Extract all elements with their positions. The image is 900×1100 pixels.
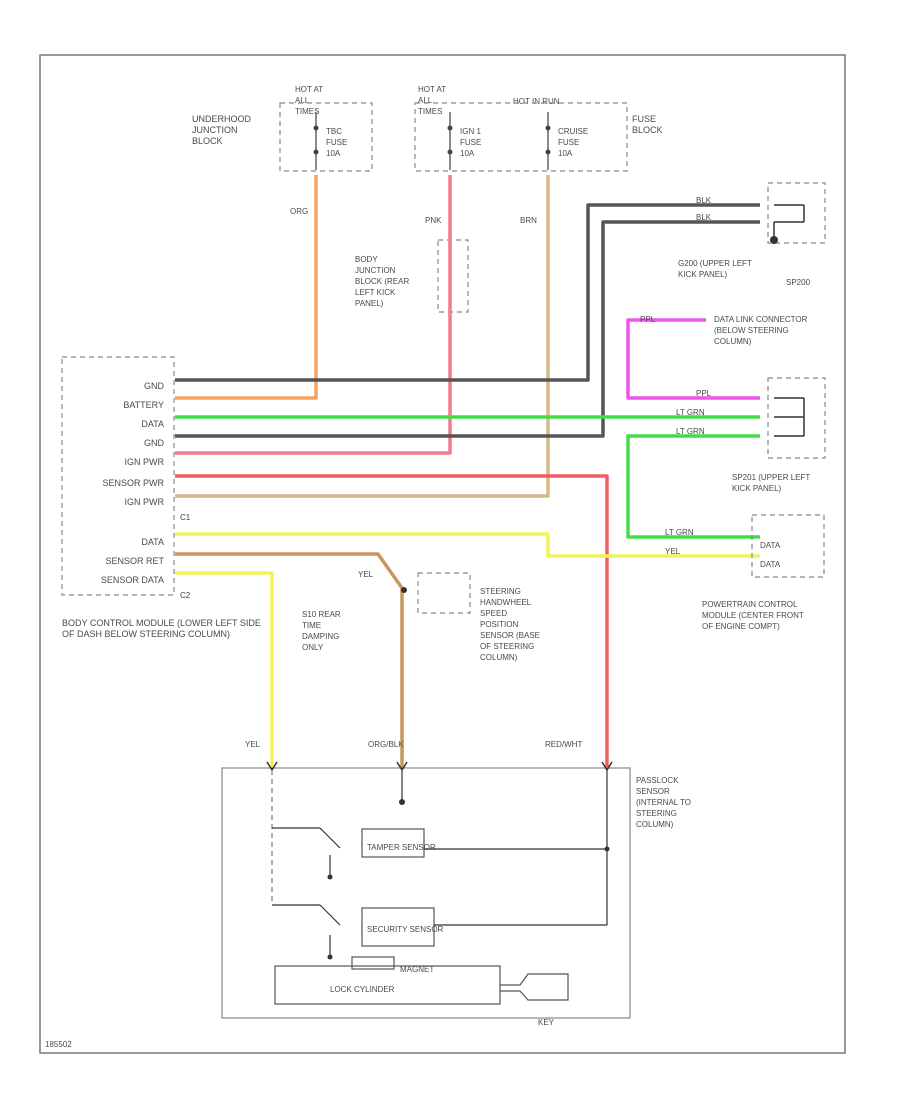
sp200-splice-pack [767, 182, 826, 244]
passlock-sensor-box [221, 767, 631, 1019]
bcm-pin-9: SENSOR DATA [101, 575, 164, 585]
sp200-label: SP200 [786, 278, 811, 287]
body-control-module [61, 356, 175, 596]
bcm-pin-0: GND [144, 381, 165, 391]
wire-label-brn: BRN [520, 216, 537, 225]
security-sensor-label: SECURITY SENSOR [367, 925, 444, 934]
passlock-terminals [266, 761, 613, 772]
bcm-pin-7: DATA [141, 537, 164, 547]
underhood-junction-block [279, 102, 373, 172]
tamper-sensor-label: TAMPER SENSOR [367, 843, 436, 852]
body-junction-block [437, 239, 469, 313]
bcm-pin-5: SENSOR PWR [102, 478, 164, 488]
wire-label-ppl: PPL [696, 389, 712, 398]
wire-label-ltgrn-2: LT GRN [676, 427, 705, 436]
wire-ppl-dlc [626, 318, 760, 400]
wire-ltgrn-pcm [626, 434, 760, 539]
pcm-pin-data-2: DATA [760, 560, 781, 569]
sp201-splice-pack [767, 377, 826, 459]
wire-label-ltgrn-3: LT GRN [665, 528, 694, 537]
sp200-splice [770, 204, 805, 244]
magnet-label: MAGNET [400, 965, 434, 974]
wire-org-battery [175, 175, 318, 400]
wire-label-blk-1: BLK [696, 196, 712, 205]
wire-label-yel-sensor: YEL [358, 570, 374, 579]
wire-label-redwht-bottom: RED/WHT [545, 740, 582, 749]
bcm-pin-1: BATTERY [123, 400, 164, 410]
diagram-code: 185502 [45, 1040, 72, 1049]
bcm-pin-labels: GND BATTERY DATA GND IGN PWR SENSOR PWR IGN PW… [101, 381, 165, 585]
bcm-pin-6: IGN PWR [125, 497, 165, 507]
wire-label-yel-pcm: YEL [665, 547, 681, 556]
wire-yel-pcm-data [175, 532, 760, 558]
wire-label-pnk: PNK [425, 216, 442, 225]
fuse-block [414, 102, 628, 172]
wire-blk-gnd1 [175, 203, 760, 382]
wire-label-ltgrn-1: LT GRN [676, 408, 705, 417]
wire-label-orgblk-bottom: ORG/BLK [368, 740, 404, 749]
wire-label-yel-bottom: YEL [245, 740, 261, 749]
bcm-pin-3: GND [144, 438, 165, 448]
wire-label-org: ORG [290, 207, 308, 216]
diagram-frame [39, 54, 846, 1054]
hot-in-run-label: HOT IN RUN [513, 97, 560, 106]
bcm-connector-c1: C1 [180, 513, 191, 522]
wire-pnk-ign [175, 175, 452, 455]
wire-redwht [175, 474, 609, 768]
wire-orgblk-sensor-ret [175, 552, 404, 768]
bcm-pin-8: SENSOR RET [105, 556, 164, 566]
bcm-connector-c2: C2 [180, 591, 191, 600]
passlock-internal-circuit [271, 770, 610, 1005]
sp201-splice [774, 397, 805, 437]
steering-sensor-box [417, 572, 471, 614]
wire-blk-gnd2 [175, 220, 760, 438]
key-label: KEY [538, 1018, 555, 1027]
steering-sensor-splice [401, 587, 407, 593]
powertrain-control-module [751, 514, 825, 578]
bcm-pin-4: IGN PWR [125, 457, 165, 467]
wire-label-ppl-top: PPL [640, 315, 656, 324]
bcm-pin-2: DATA [141, 419, 164, 429]
wire-brn-sensor-pwr [175, 175, 550, 498]
pcm-pin-data-1: DATA [760, 541, 781, 550]
lock-cylinder-label: LOCK CYLINDER [330, 985, 395, 994]
wire-yel-sensor-data [175, 571, 274, 768]
wire-label-blk-2: BLK [696, 213, 712, 222]
